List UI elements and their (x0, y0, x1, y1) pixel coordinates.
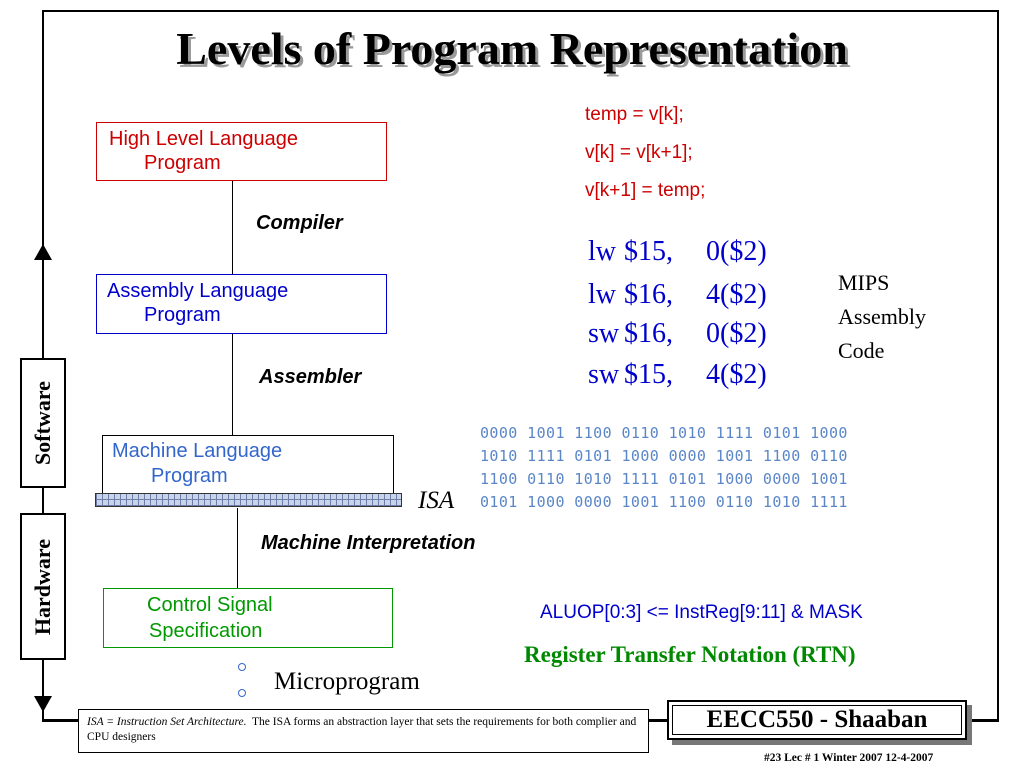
ellipsis-dot-icon (238, 689, 246, 697)
binary-line-2: 1010 1111 0101 1000 0000 1001 1100 0110 (480, 447, 848, 465)
connector-hll-asm (232, 181, 233, 274)
c-code-line-3: v[k+1] = temp; (585, 180, 706, 201)
isa-footnote: ISA = Instruction Set Architecture. The … (78, 709, 649, 753)
mips-addr: 0($2) (706, 318, 767, 349)
mips-line: sw $15, 4($2) (588, 359, 798, 391)
isa-layer-bar (95, 493, 402, 507)
mips-reg: $16, (624, 318, 673, 349)
footnote-connector-right (649, 719, 667, 721)
software-label: Software (20, 358, 66, 488)
connector-ml-ctrl (237, 508, 238, 588)
binary-line-1: 0000 1001 1100 0110 1010 1111 0101 1000 (480, 424, 848, 442)
mips-op: lw (588, 279, 616, 310)
ellipsis-dot-icon (238, 663, 246, 671)
mips-addr: 4($2) (706, 279, 767, 310)
ctrl-line-2: Specification (149, 620, 263, 642)
mips-addr: 0($2) (706, 236, 767, 267)
hll-line-1: High Level Language (109, 128, 299, 150)
footnote-text: The ISA forms an abstraction layer that … (87, 716, 637, 743)
ml-line-2: Program (151, 465, 228, 487)
ml-line-1: Machine Language (112, 440, 283, 462)
compiler-label: Compiler (256, 212, 343, 234)
microprogram-label: Microprogram (274, 668, 420, 695)
slide-title: Levels of Program Representation (176, 23, 848, 74)
assembler-label: Assembler (259, 366, 362, 388)
down-arrow-icon (34, 696, 52, 712)
mips-op: sw (588, 318, 620, 349)
rtn-example: ALUOP[0:3] <= InstReg[9:11] & MASK (540, 602, 863, 623)
isa-label: ISA (418, 487, 455, 514)
mips-assembly-code-label: MIPS Assembly Code (838, 270, 926, 363)
course-badge: EECC550 - Shaaban (667, 700, 967, 740)
ml-program-box: Machine Language Program (102, 435, 394, 495)
course-title: EECC550 - Shaaban (706, 706, 928, 733)
mips-line: lw $15, 0($2) (588, 236, 798, 268)
mips-reg: $16, (624, 279, 673, 310)
hll-line-2: Program (144, 152, 221, 174)
rtn-label: Register Transfer Notation (RTN) (524, 642, 856, 667)
mips-reg: $15, (624, 359, 673, 390)
connector-asm-ml (232, 334, 233, 435)
mips-addr: 4($2) (706, 359, 767, 390)
up-arrow-icon (34, 244, 52, 260)
badge-inner-border (672, 705, 962, 735)
asm-line-2: Program (144, 304, 221, 326)
footnote-connector-left (44, 719, 78, 721)
binary-line-3: 1100 0110 1010 1111 0101 1000 0000 1001 (480, 470, 848, 488)
mips-line: sw $16, 0($2) (588, 318, 798, 350)
hll-program-box: High Level Language Program (96, 122, 387, 181)
mips-op: sw (588, 359, 620, 390)
ctrl-line-1: Control Signal (147, 594, 273, 616)
control-signal-box: Control Signal Specification (103, 588, 393, 648)
lecture-info: #23 Lec # 1 Winter 2007 12-4-2007 (764, 752, 934, 764)
mips-line: lw $16, 4($2) (588, 279, 798, 311)
asm-program-box: Assembly Language Program (96, 274, 387, 334)
footnote-italic: ISA = Instruction Set Architecture. (87, 716, 247, 728)
binary-line-4: 0101 1000 0000 1001 1100 0110 1010 1111 (480, 493, 848, 511)
mips-reg: $15, (624, 236, 673, 267)
machine-interpretation-label: Machine Interpretation (261, 532, 476, 554)
hardware-label: Hardware (20, 513, 66, 660)
c-code-line-2: v[k] = v[k+1]; (585, 142, 693, 163)
c-code-line-1: temp = v[k]; (585, 104, 684, 125)
badge-connector-right (970, 719, 999, 721)
asm-line-1: Assembly Language (107, 280, 289, 302)
mips-op: lw (588, 236, 616, 267)
